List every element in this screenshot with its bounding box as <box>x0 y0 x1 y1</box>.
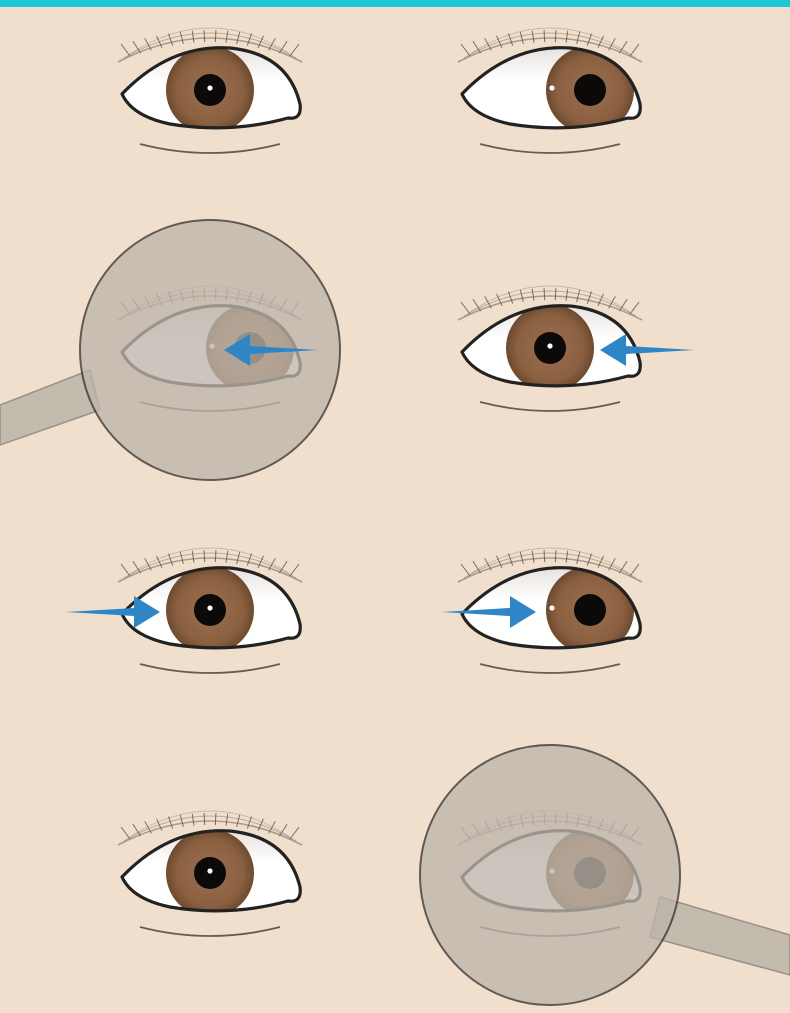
lower-lid-line <box>140 144 280 153</box>
lower-lid-line <box>480 144 620 153</box>
eye-icon <box>458 28 642 153</box>
eyelash <box>587 292 591 304</box>
lower-lid-line <box>480 402 620 411</box>
eyelash <box>544 30 545 42</box>
eye-icon <box>118 811 302 936</box>
eyelash <box>226 814 228 826</box>
eyelash <box>461 302 470 314</box>
eyelash <box>237 552 240 564</box>
eyelash <box>192 551 194 563</box>
eyelash <box>204 813 205 825</box>
eyelash <box>247 34 251 46</box>
eyelash <box>630 302 639 314</box>
pupil <box>574 594 606 626</box>
occluder-paddle-icon <box>420 745 790 1005</box>
eyelash <box>121 564 130 576</box>
eyelash <box>544 550 545 562</box>
eyelash <box>555 550 556 562</box>
eyelash <box>577 552 580 564</box>
eyelash <box>237 32 240 44</box>
eyelash <box>204 30 205 42</box>
eyelash <box>180 815 183 827</box>
eyelash <box>226 551 228 563</box>
eyelash <box>566 289 568 301</box>
catchlight <box>207 85 212 90</box>
catchlight <box>207 605 212 610</box>
pupil <box>574 74 606 106</box>
eyelash <box>290 564 299 576</box>
eyelash <box>226 31 228 43</box>
eyelash <box>168 554 172 566</box>
eyelash <box>630 44 639 56</box>
eyelash <box>508 34 512 46</box>
eyelash <box>587 34 591 46</box>
eyelash <box>204 550 205 562</box>
eyelash <box>587 554 591 566</box>
catchlight <box>549 605 554 610</box>
occluder-disc <box>420 745 680 1005</box>
lower-lid-line <box>480 664 620 673</box>
eye-icon <box>118 28 302 153</box>
eyelash <box>520 32 523 44</box>
eyelash <box>508 292 512 304</box>
catchlight <box>549 85 554 90</box>
eyelash <box>121 827 130 839</box>
eyelash <box>630 564 639 576</box>
eyelash <box>215 30 216 42</box>
eyelash <box>180 552 183 564</box>
catchlight <box>547 343 552 348</box>
eyelash <box>555 288 556 300</box>
lower-lid-line <box>140 927 280 936</box>
eyelash <box>290 827 299 839</box>
eyelash <box>290 44 299 56</box>
eyelash <box>461 44 470 56</box>
eyelash <box>566 551 568 563</box>
catchlight <box>207 868 212 873</box>
eyelash <box>566 31 568 43</box>
eyelash <box>532 31 534 43</box>
eyelash <box>180 32 183 44</box>
eyelash <box>532 289 534 301</box>
eyelash <box>555 30 556 42</box>
eyelash <box>577 32 580 44</box>
eyelash <box>461 564 470 576</box>
eyelash <box>577 290 580 302</box>
eyelash <box>168 34 172 46</box>
eyelash <box>532 551 534 563</box>
eyelash <box>520 552 523 564</box>
eyelash <box>508 554 512 566</box>
eyelash <box>192 814 194 826</box>
eyelash <box>544 288 545 300</box>
eyelash <box>192 31 194 43</box>
eyelash <box>215 550 216 562</box>
eyelash <box>237 815 240 827</box>
lower-lid-line <box>140 664 280 673</box>
eyelash <box>168 817 172 829</box>
eyelash <box>247 817 251 829</box>
eyelash <box>520 290 523 302</box>
eyelash <box>215 813 216 825</box>
eyelash <box>121 44 130 56</box>
eyelash <box>247 554 251 566</box>
